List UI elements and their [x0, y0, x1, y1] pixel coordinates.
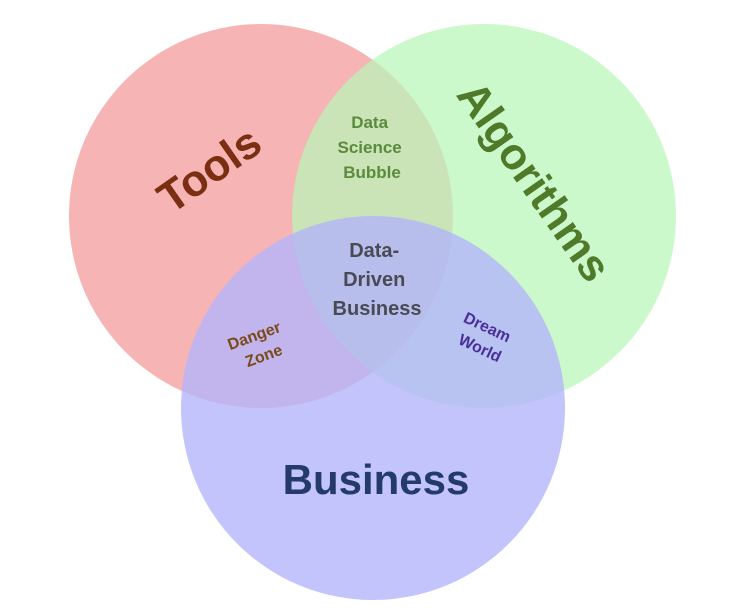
data-science-bubble-label: Data Science Bubble [338, 113, 407, 182]
business-label: Business [283, 456, 470, 503]
data-driven-business-line-2: Driven [343, 269, 405, 291]
data-driven-business-line-3: Business [333, 298, 422, 320]
data-science-bubble-line-1: Data [351, 113, 388, 132]
data-driven-business-label: Data- Driven Business [333, 240, 422, 320]
data-science-bubble-line-2: Science [338, 138, 402, 157]
data-driven-business-line-1: Data- [349, 240, 399, 262]
business-circle [181, 216, 565, 600]
data-science-bubble-line-3: Bubble [343, 163, 401, 182]
